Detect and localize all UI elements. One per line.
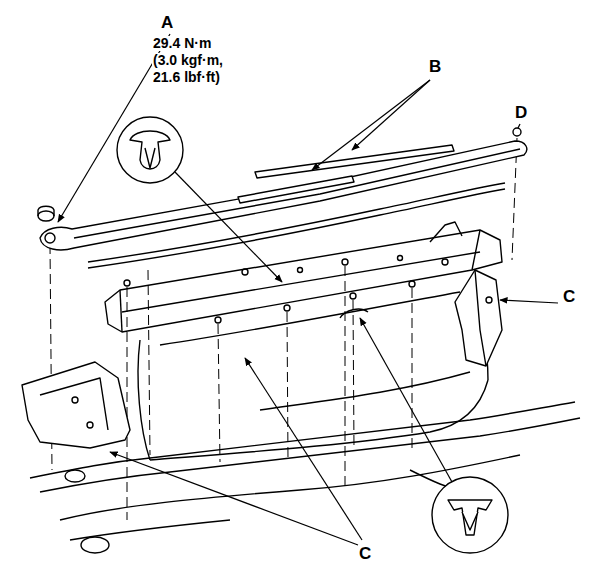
callout-letter: D: [514, 104, 528, 123]
side-bracket: [486, 297, 492, 303]
radiator: [260, 372, 470, 410]
upper-bar: [45, 233, 55, 243]
clip-detail: [432, 477, 508, 553]
callout-letter: C: [358, 545, 372, 564]
callout-letter: A: [160, 14, 174, 33]
bolt-axis: [345, 266, 346, 488]
bulkhead-upper: [472, 230, 480, 270]
side-bracket: [40, 378, 108, 430]
lower-frame: [65, 470, 85, 482]
side-bracket: [87, 422, 93, 428]
bulkhead-upper: [409, 281, 415, 287]
radiator: [160, 292, 460, 345]
bulkhead-upper: [342, 259, 348, 265]
clip-detail: [448, 500, 492, 535]
bolt-axis: [353, 300, 354, 450]
leader-line: [58, 34, 558, 545]
bulkhead-upper: [442, 259, 448, 265]
upper-bar: [38, 211, 54, 221]
side-bracket: [72, 397, 78, 403]
torque-value: 21.6 lbf·ft): [152, 70, 221, 85]
bulkhead-upper: [284, 305, 290, 311]
bolt-axis: [127, 287, 128, 520]
leader-line: [500, 300, 558, 303]
bulkhead-upper: [105, 222, 502, 332]
lower-frame: [81, 537, 109, 553]
bolt-axis: [218, 324, 220, 462]
radiator: [138, 280, 488, 460]
torque-value: 29.4 N·m: [152, 36, 212, 51]
upper-bar: [38, 206, 54, 216]
side-bracket: [22, 270, 502, 448]
bulkhead-upper: [242, 269, 248, 275]
bulkhead-upper: [215, 317, 221, 323]
leader-line: [110, 452, 358, 545]
bulkhead-upper: [430, 222, 462, 242]
upper-bar: [40, 141, 527, 250]
side-bracket: [22, 362, 130, 448]
bolt-axis: [148, 270, 150, 455]
bulkhead-upper: [120, 290, 122, 332]
radiator: [138, 340, 150, 460]
upper-bar: [38, 128, 527, 250]
molding-strip: [255, 145, 454, 178]
callout-letter: B: [428, 58, 442, 77]
clip-detail: [462, 512, 478, 530]
torque-value: (3.0 kgf·m,: [152, 53, 224, 68]
leader-line: [352, 80, 430, 150]
leader-line: [312, 80, 430, 170]
molding-strip: [238, 176, 354, 203]
leader-line: [518, 124, 520, 128]
clip-detail: [130, 131, 170, 169]
molding-strip: [238, 145, 454, 203]
leader-line: [175, 172, 282, 282]
clip-detail: [117, 117, 508, 553]
clip-detail: [145, 148, 155, 168]
bulkhead-upper: [340, 309, 368, 318]
bolt-axis: [412, 288, 413, 448]
bulkhead-upper: [122, 252, 480, 312]
callout-letter: C: [562, 288, 576, 307]
bulkhead-upper: [398, 256, 403, 261]
clip-detail: [117, 117, 183, 183]
bulkhead-upper: [298, 268, 303, 273]
leader-line: [360, 318, 452, 482]
bolt-axis: [287, 312, 288, 460]
upper-bar: [513, 128, 521, 136]
bulkhead-upper: [350, 293, 356, 299]
bulkhead-upper: [105, 230, 502, 332]
side-bracket: [455, 270, 502, 366]
bolt-axis: [50, 138, 517, 520]
leader-line: [245, 358, 362, 540]
side-bracket: [475, 270, 486, 366]
bulkhead-upper: [124, 280, 130, 286]
radiator: [150, 380, 488, 460]
